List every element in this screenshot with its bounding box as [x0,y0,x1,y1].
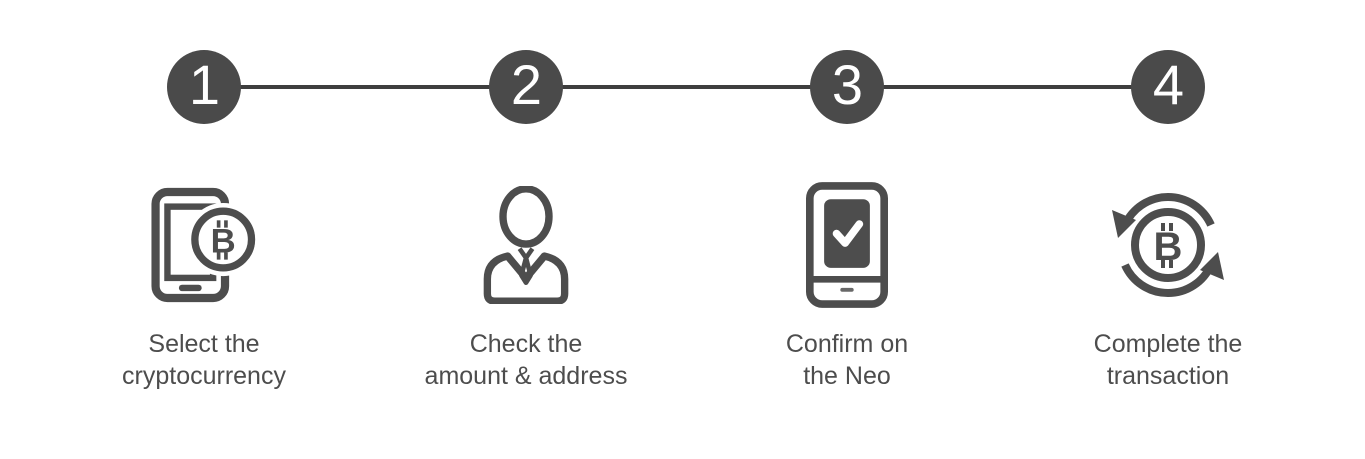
svg-text:B: B [1154,225,1183,269]
step-circle-2: 2 [489,50,563,124]
step-circle-3: 3 [810,50,884,124]
step-label: Check the amount & address [425,328,628,392]
step-circle-4: 4 [1131,50,1205,124]
device-check-icon [806,172,888,318]
step-label-line-2: the Neo [803,362,891,390]
step-circle-1: 1 [167,50,241,124]
step-4: B Complete the transaction [1008,172,1328,392]
step-number: 3 [831,53,863,116]
step-number: 1 [188,53,220,116]
person-icon [480,172,572,318]
step-label-line-1: Check the [469,330,583,358]
step-label-line-1: Confirm on [785,330,909,358]
svg-text:B: B [211,222,236,260]
step-label-line-1: Complete the [1093,330,1243,358]
step-connector-line [204,85,1168,89]
step-number: 2 [510,53,542,116]
step-label: Select the cryptocurrency [122,328,286,392]
phone-bitcoin-icon: B [151,172,257,318]
device-logo-text [840,287,854,292]
step-label: Complete the transaction [1094,328,1243,392]
step-number: 4 [1152,53,1184,116]
step-2: Check the amount & address [366,172,686,392]
step-label-line-2: cryptocurrency [122,362,286,390]
step-label-line-2: amount & address [424,362,628,390]
step-1: B Select the cryptocurrency [44,172,364,392]
step-3: Confirm on the Neo [687,172,1007,392]
step-label-line-2: transaction [1106,362,1230,390]
step-label-line-1: Select the [148,330,260,358]
step-label: Confirm on the Neo [786,328,908,392]
bitcoin-cycle-icon: B [1108,172,1228,318]
